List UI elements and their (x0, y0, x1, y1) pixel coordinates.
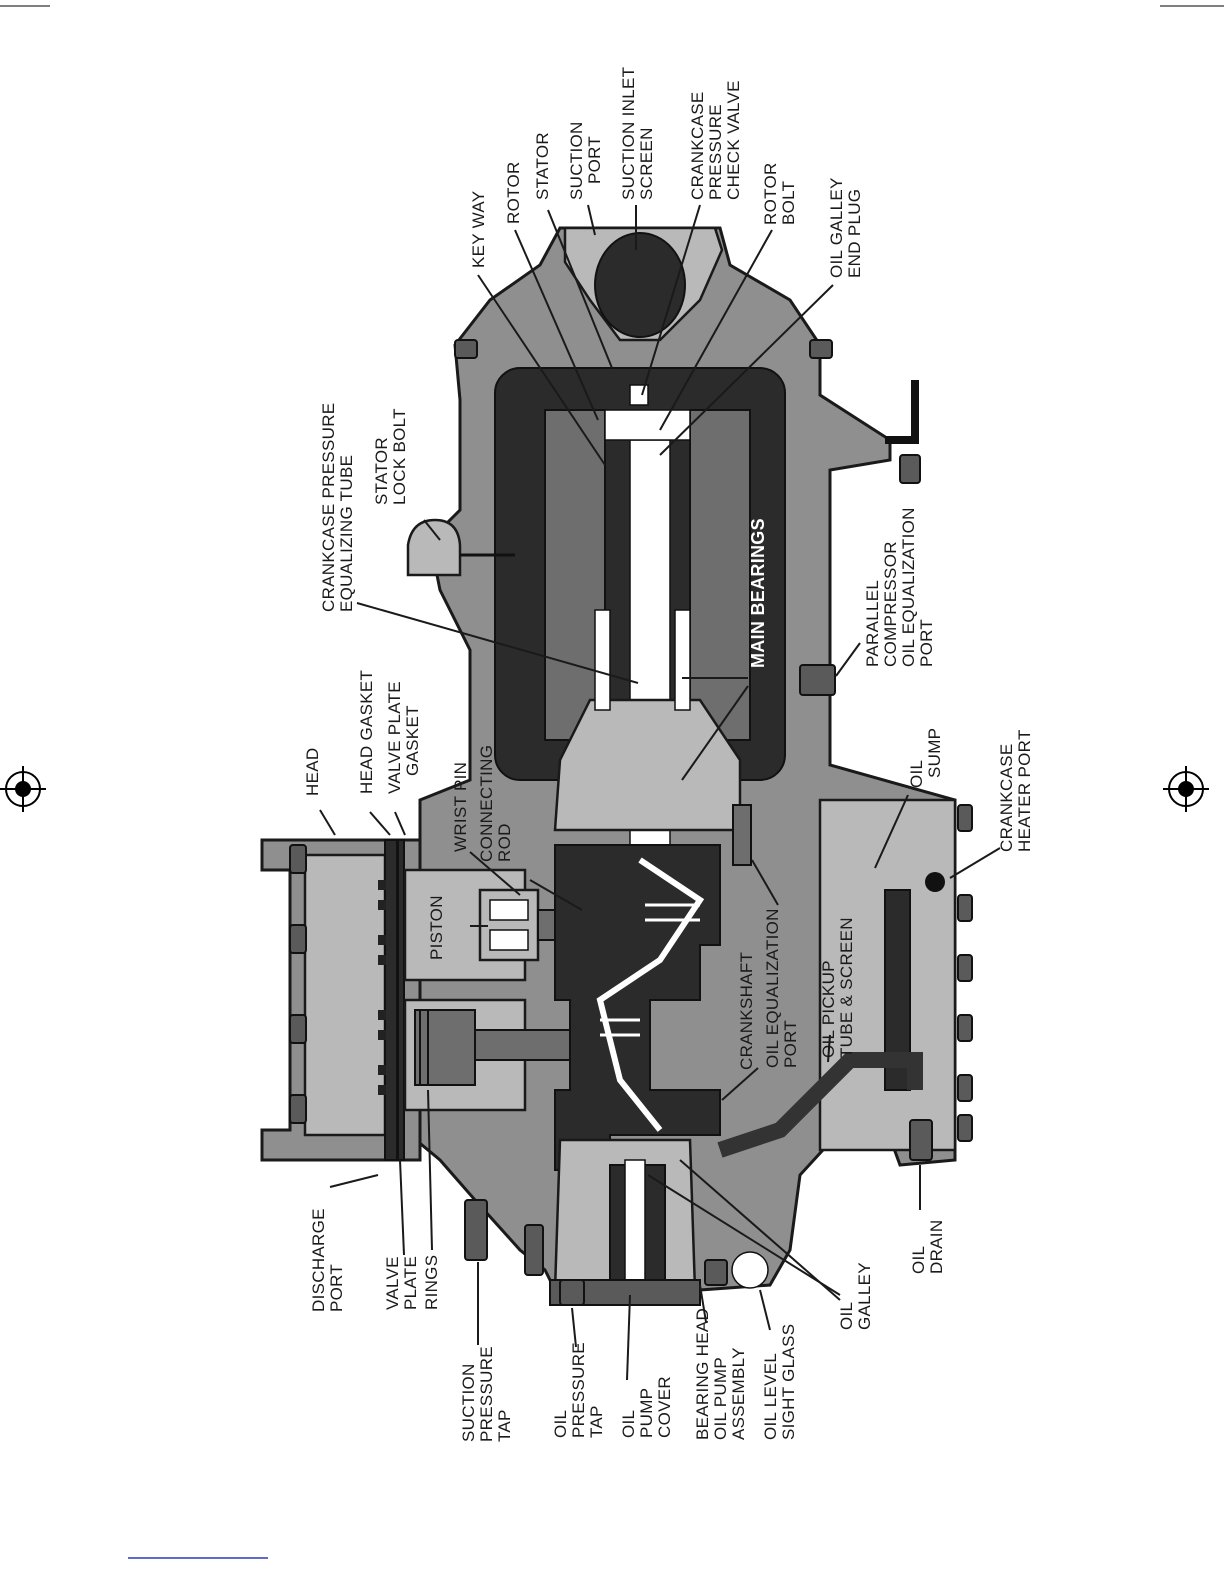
piston-2 (414, 1009, 476, 1086)
bearing-cone (553, 698, 742, 832)
check-valve (629, 384, 649, 406)
label-suction-port: SUCTION PORT (567, 116, 604, 200)
label-oil-galley-end-plug: OIL GALLEY END PLUG (827, 173, 864, 278)
parallel-oil-port-fitting (799, 664, 836, 696)
label-oil-pressure-tap: OIL PRESSURE TAP (551, 1337, 606, 1438)
sump-bolts (957, 804, 973, 1142)
label-head-gasket: HEAD GASKET (357, 670, 376, 794)
crankcase-heater-port (925, 872, 945, 892)
suction-inlet-screen-mesh (594, 232, 686, 338)
leader-lines (319, 204, 1001, 1381)
registration-mark-right (1163, 766, 1209, 812)
label-oil-galley: OIL GALLEY (837, 1262, 874, 1330)
label-crankshaft: CRANKSHAFT (737, 952, 756, 1070)
valve-plate (384, 839, 398, 1161)
crop-marks (0, 5, 1224, 1559)
label-oil-equalization-port: OIL EQUALIZATION PORT (763, 903, 800, 1068)
label-oil-sump: OIL SUMP (907, 728, 944, 788)
label-oil-pump-cover: OIL PUMP COVER (619, 1376, 674, 1438)
label-connecting-rod: CONNECTING ROD (477, 740, 514, 862)
label-oil-pickup-tube-screen: OIL PICKUP TUBE & SCREEN (819, 917, 856, 1058)
label-crankcase-pressure-equalizing-tube: CRANKCASE PRESSURE EQUALIZING TUBE (319, 398, 356, 612)
label-head: HEAD (303, 748, 322, 796)
rotor-bolt-head (604, 409, 691, 441)
label-piston: PISTON (427, 895, 446, 960)
oil-level-sight-glass (731, 1251, 769, 1289)
crankshaft (554, 844, 721, 1171)
oil-drain-plug (909, 1119, 933, 1161)
label-bearing-head-oil-pump-assembly: BEARING HEAD OIL PUMP ASSEMBLY (693, 1303, 748, 1440)
stator-winding-right (689, 409, 751, 741)
label-main-bearings: MAIN BEARINGS (748, 518, 768, 668)
head-inner (303, 853, 387, 1137)
label-valve-plate: VALVE PLATE (383, 1251, 420, 1310)
label-wrist-pin: WRIST PIN (451, 762, 470, 852)
head-gasket (397, 839, 405, 1161)
head-bolts (289, 844, 307, 1124)
label-rotor-bolt: ROTOR BOLT (761, 157, 798, 225)
label-valve-plate-gasket: VALVE PLATE GASKET (385, 676, 422, 794)
label-rotor: ROTOR (504, 161, 523, 224)
label-parallel-compressor-oil-equalization-port: PARALLEL COMPRESSOR OIL EQUALIZATION POR… (863, 502, 936, 667)
label-stator: STATOR (533, 132, 552, 200)
label-crankcase-pressure-check-valve: CRANKCASE PRESSURE CHECK VALVE (688, 80, 743, 200)
registration-mark-left (0, 766, 46, 812)
label-oil-level-sight-glass: OIL LEVEL SIGHT GLASS (761, 1324, 798, 1440)
label-key-way: KEY WAY (469, 191, 488, 268)
valve-reeds (378, 880, 386, 1095)
oil-equalization-port (732, 804, 752, 866)
label-discharge-port: DISCHARGE PORT (309, 1203, 346, 1312)
label-crankcase-heater-port: CRANKCASE HEATER PORT (997, 729, 1034, 852)
label-suction-inlet-screen: SUCTION INLET SCREEN (619, 62, 656, 200)
label-oil-drain: OIL DRAIN (909, 1220, 946, 1274)
oil-pressure-tap (559, 1279, 585, 1306)
main-bearing-front (674, 609, 691, 711)
label-stator-lock-bolt: STATOR LOCK BOLT (372, 408, 409, 505)
label-rings: RINGS (422, 1255, 441, 1310)
suction-pressure-tap (464, 1199, 488, 1261)
stator-lock-bolt (406, 518, 462, 577)
main-bearing-rear (594, 609, 611, 711)
label-suction-pressure-tap: SUCTION PRESSURE TAP (459, 1341, 514, 1442)
diagram-labels: KEY WAY ROTOR STATOR SUCTION PORT SUCTIO… (303, 62, 1034, 1442)
